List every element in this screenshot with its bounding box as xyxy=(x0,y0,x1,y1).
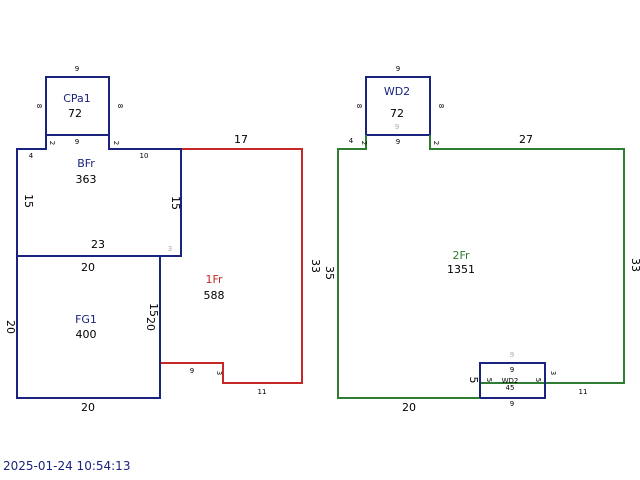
dim-bfr-right: 15 xyxy=(169,196,182,210)
dim-fr2-left-top: 4 xyxy=(349,137,354,145)
wd2-small-name: WD2 xyxy=(502,377,519,385)
dim-fr1-step-h: 9 xyxy=(190,367,194,375)
dim-fg1-bottom: 20 xyxy=(81,401,95,414)
dim-fr2-bottom-right: 11 xyxy=(579,388,588,396)
dim-bfr-corner: 3 xyxy=(168,245,172,253)
wd2-top-value: 72 xyxy=(390,107,404,120)
dim-fr2-notch-faint: 9 xyxy=(510,351,514,359)
dim-fr1-right: 33 xyxy=(309,259,322,273)
dim-wds-top: 9 xyxy=(510,366,514,374)
dim-cpa1-rw: 2 xyxy=(112,141,120,145)
dim-fr2-top: 27 xyxy=(519,133,533,146)
dim-fr1-step-v: 3 xyxy=(215,371,223,375)
dim-wd2-right: 8 xyxy=(437,104,445,108)
fg1-name: FG1 xyxy=(75,313,97,326)
fr1-name: 1Fr xyxy=(205,273,223,286)
dim-fg1-right: 20 xyxy=(144,317,157,331)
bfr-outline xyxy=(16,135,182,257)
dim-bfr-right-top: 10 xyxy=(140,152,149,160)
dim-wd2-faint: 9 xyxy=(395,123,399,131)
fr2-outline xyxy=(337,135,625,399)
dim-cpa1-right: 8 xyxy=(116,104,124,108)
dim-wd2-top: 9 xyxy=(396,65,400,73)
dim-wd2-lw: 2 xyxy=(360,141,368,145)
bfr-name: BFr xyxy=(77,157,95,170)
cpa1-name: CPa1 xyxy=(63,92,91,105)
wd2-small-outline xyxy=(479,362,546,399)
dim-bfr-left-top: 4 xyxy=(29,152,34,160)
dim-fr2-bottom: 20 xyxy=(402,401,416,414)
dim-fr2-left: 35 xyxy=(323,266,336,280)
dim-fr1-top: 17 xyxy=(234,133,248,146)
wd2-top-outline xyxy=(365,76,431,136)
dim-fr1-bottom: 11 xyxy=(258,388,267,396)
dim-wds-bottom: 9 xyxy=(510,400,514,408)
dim-fg1-left: 20 xyxy=(4,320,17,334)
fr2-value: 1351 xyxy=(447,263,475,276)
wd2-small-value: 45 xyxy=(506,384,515,392)
dim-fg1-top: 20 xyxy=(81,261,95,274)
fg1-outline xyxy=(16,256,161,399)
dim-wd2-left: 8 xyxy=(355,104,363,108)
wd2-top-name: WD2 xyxy=(384,85,410,98)
dim-cpa1-top: 9 xyxy=(75,65,79,73)
dim-wds-right: 5 xyxy=(534,378,542,382)
dim-wds-left: 5 xyxy=(485,378,493,382)
fg1-value: 400 xyxy=(76,328,97,341)
dim-fr2-right: 33 xyxy=(629,258,640,272)
dim-bfr-bottom: 23 xyxy=(91,238,105,251)
dim-fr2-notch-left: 5 xyxy=(467,377,480,384)
dim-cpa1-lw: 2 xyxy=(48,141,56,145)
fr1-value: 588 xyxy=(204,289,225,302)
dim-wd2-rw: 2 xyxy=(432,141,440,145)
cpa1-value: 72 xyxy=(68,107,82,120)
dim-cpa1-bottom: 9 xyxy=(75,138,79,146)
fr2-name: 2Fr xyxy=(452,249,470,262)
dim-fr1-left: 15 xyxy=(147,303,160,317)
dim-fr2-notch-right: 3 xyxy=(549,371,557,375)
cpa1-outline xyxy=(45,76,110,136)
dim-cpa1-left: 8 xyxy=(35,104,43,108)
dim-wd2-bottom: 9 xyxy=(396,138,400,146)
timestamp: 2025-01-24 10:54:13 xyxy=(3,459,131,473)
bfr-value: 363 xyxy=(76,173,97,186)
dim-bfr-left: 15 xyxy=(22,194,35,208)
